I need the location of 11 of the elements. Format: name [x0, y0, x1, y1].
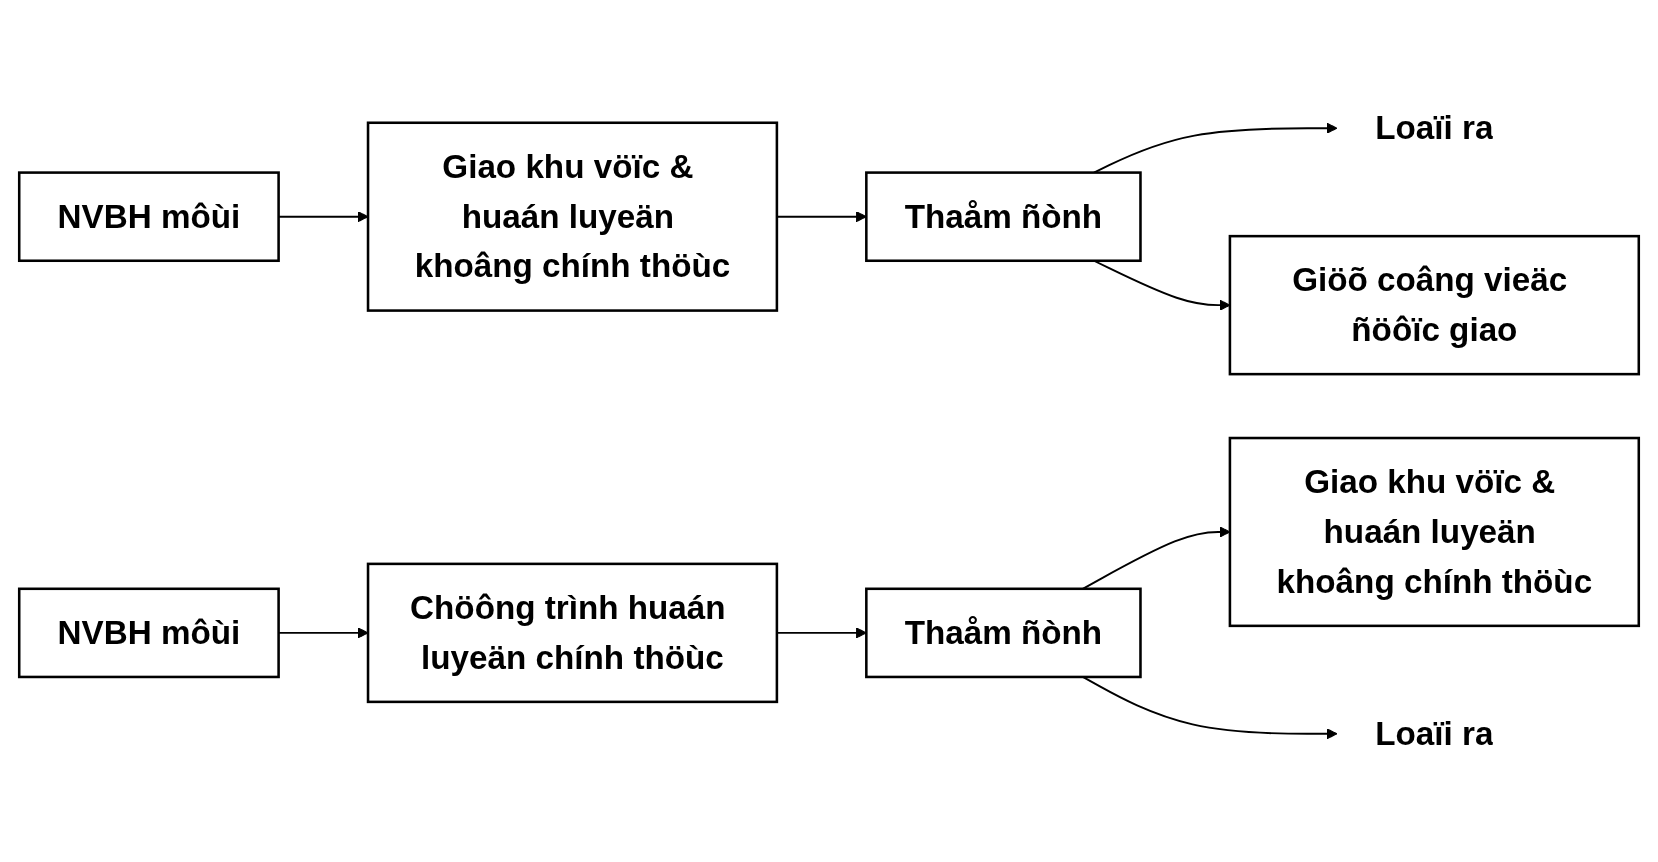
node-box: NVBH môùi — [17, 587, 280, 679]
node-box: Chöông trình huaán luyeän chính thöùc — [366, 562, 779, 704]
node-text: Loaïi ra — [1375, 108, 1494, 147]
node-box: Giöõ coâng vieäc ñöôïc giao — [1228, 234, 1641, 376]
node-box: Thaåm ñònh — [865, 587, 1142, 679]
node-box: NVBH môùi — [17, 171, 280, 263]
node-text: Loaïi ra — [1375, 714, 1494, 753]
arrow — [1081, 676, 1338, 740]
node-box: Thaåm ñònh — [865, 171, 1142, 263]
node-box: Giao khu vöïc & huaán luyeän khoâng chính thöùc — [366, 121, 779, 312]
node-box: Giao khu vöïc & huaán luyeän khoâng chính thöùc — [1228, 436, 1641, 628]
